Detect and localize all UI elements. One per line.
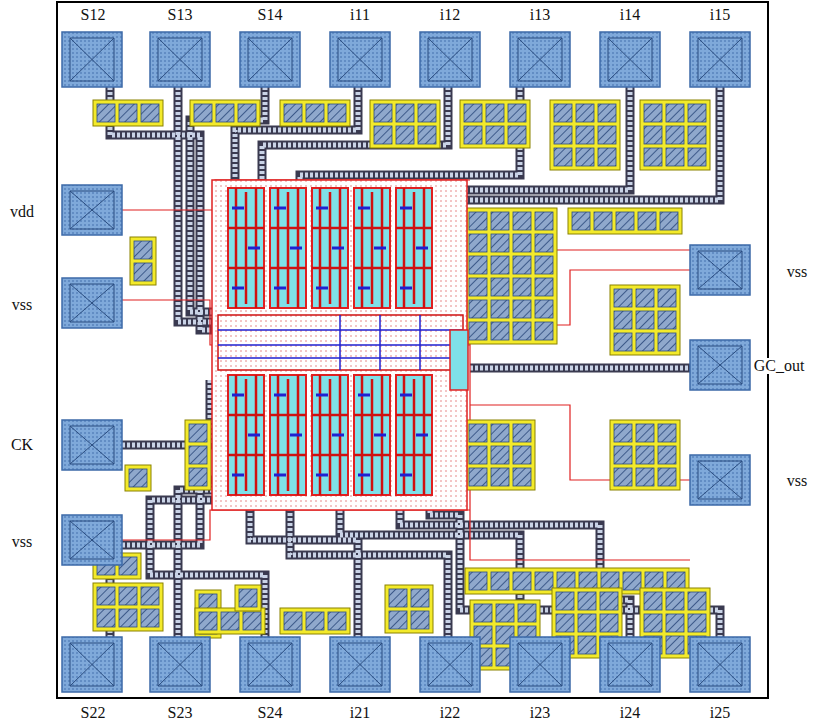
bond-pad xyxy=(600,32,660,87)
bond-pad xyxy=(600,637,660,692)
bond-pad xyxy=(690,340,750,390)
transistor-cell xyxy=(312,375,348,495)
pin-name: i25 xyxy=(708,705,732,721)
pin-name: vss xyxy=(10,534,34,550)
transistor-cell xyxy=(270,375,306,495)
via-array xyxy=(280,608,350,634)
via-array xyxy=(130,237,156,285)
pin-name: i12 xyxy=(438,7,462,23)
bond-pad xyxy=(690,32,750,87)
metal-wire-fill xyxy=(110,480,218,638)
metal-wire-fill xyxy=(250,505,358,638)
via-array xyxy=(195,608,265,634)
transistor-cell xyxy=(312,188,348,308)
pin-name: vss xyxy=(785,473,809,489)
metal-wire-fill xyxy=(190,87,265,312)
pin-name: S14 xyxy=(256,7,285,23)
bond-pad xyxy=(62,420,122,470)
pin-name: i23 xyxy=(528,705,552,721)
via-array xyxy=(385,585,433,633)
via-array xyxy=(185,420,211,490)
transistor-cell xyxy=(228,188,264,308)
bond-pad xyxy=(62,278,122,328)
transistor-cell xyxy=(354,375,390,495)
bond-pad xyxy=(420,32,480,87)
bond-pad xyxy=(510,637,570,692)
bond-pad xyxy=(62,185,122,235)
transistor-cell xyxy=(396,188,432,308)
pin-name: i22 xyxy=(438,705,462,721)
via-array xyxy=(568,208,682,234)
via-array xyxy=(125,465,151,491)
via-array xyxy=(370,100,440,148)
pin-name: i21 xyxy=(348,705,372,721)
metal-wire xyxy=(470,364,690,373)
via-array xyxy=(280,100,350,126)
supply-rail xyxy=(470,240,690,560)
bond-pad xyxy=(240,637,300,692)
metal-wire xyxy=(262,87,448,185)
pin-name: S22 xyxy=(79,705,108,721)
bond-pad xyxy=(510,32,570,87)
via-array xyxy=(610,420,680,490)
pin-name: S23 xyxy=(166,705,195,721)
metal-wire-fill xyxy=(290,505,448,638)
via-array xyxy=(93,100,163,126)
pin-name: i14 xyxy=(618,7,642,23)
metal-wire-fill xyxy=(262,87,448,185)
pin-name: S12 xyxy=(79,7,108,23)
metal-wire xyxy=(122,380,210,445)
bond-pad xyxy=(330,32,390,87)
pin-name: CK xyxy=(9,437,35,453)
pin-name: i24 xyxy=(618,705,642,721)
bond-pad xyxy=(62,32,122,87)
metal-wire xyxy=(440,87,630,200)
via-array xyxy=(550,100,620,170)
bond-pad xyxy=(690,455,750,505)
bond-pad xyxy=(150,637,210,692)
metal-wire-fill xyxy=(470,366,690,371)
bond-pad xyxy=(420,637,480,692)
pin-name: vss xyxy=(10,297,34,313)
pin-name: GC_out xyxy=(752,358,807,374)
via-array xyxy=(640,100,710,170)
pin-name: vdd xyxy=(8,204,36,220)
pin-name: S24 xyxy=(256,705,285,721)
poly-lines xyxy=(218,315,463,370)
metal-wire-fill xyxy=(440,87,630,200)
bond-pad xyxy=(690,637,750,692)
pin-name: i15 xyxy=(708,7,732,23)
bond-pad xyxy=(62,515,122,565)
via-array xyxy=(610,285,680,355)
bond-pad xyxy=(62,637,122,692)
via-array xyxy=(190,100,260,126)
transistor-cell xyxy=(354,188,390,308)
via-array xyxy=(465,420,535,490)
routing-channel xyxy=(218,315,463,370)
pin-name: vss xyxy=(785,264,809,280)
output-driver xyxy=(450,330,468,390)
core-region xyxy=(212,180,467,510)
via-array xyxy=(235,585,261,611)
bond-pad xyxy=(690,245,750,295)
metal-wire-fill xyxy=(122,380,210,445)
chip-border xyxy=(57,2,768,698)
pin-name: i11 xyxy=(348,7,372,23)
metal-wire-fill xyxy=(455,87,720,210)
via-array xyxy=(93,583,163,631)
pin-name: i13 xyxy=(528,7,552,23)
transistor-cell xyxy=(270,188,306,308)
via-array xyxy=(465,208,557,344)
pin-name: S13 xyxy=(166,7,195,23)
bond-pad xyxy=(150,32,210,87)
transistor-cell xyxy=(228,375,264,495)
transistor-cell xyxy=(396,375,432,495)
bond-pad xyxy=(240,32,300,87)
bond-pad xyxy=(330,637,390,692)
via-array xyxy=(460,100,530,148)
supply-rail xyxy=(122,510,470,540)
